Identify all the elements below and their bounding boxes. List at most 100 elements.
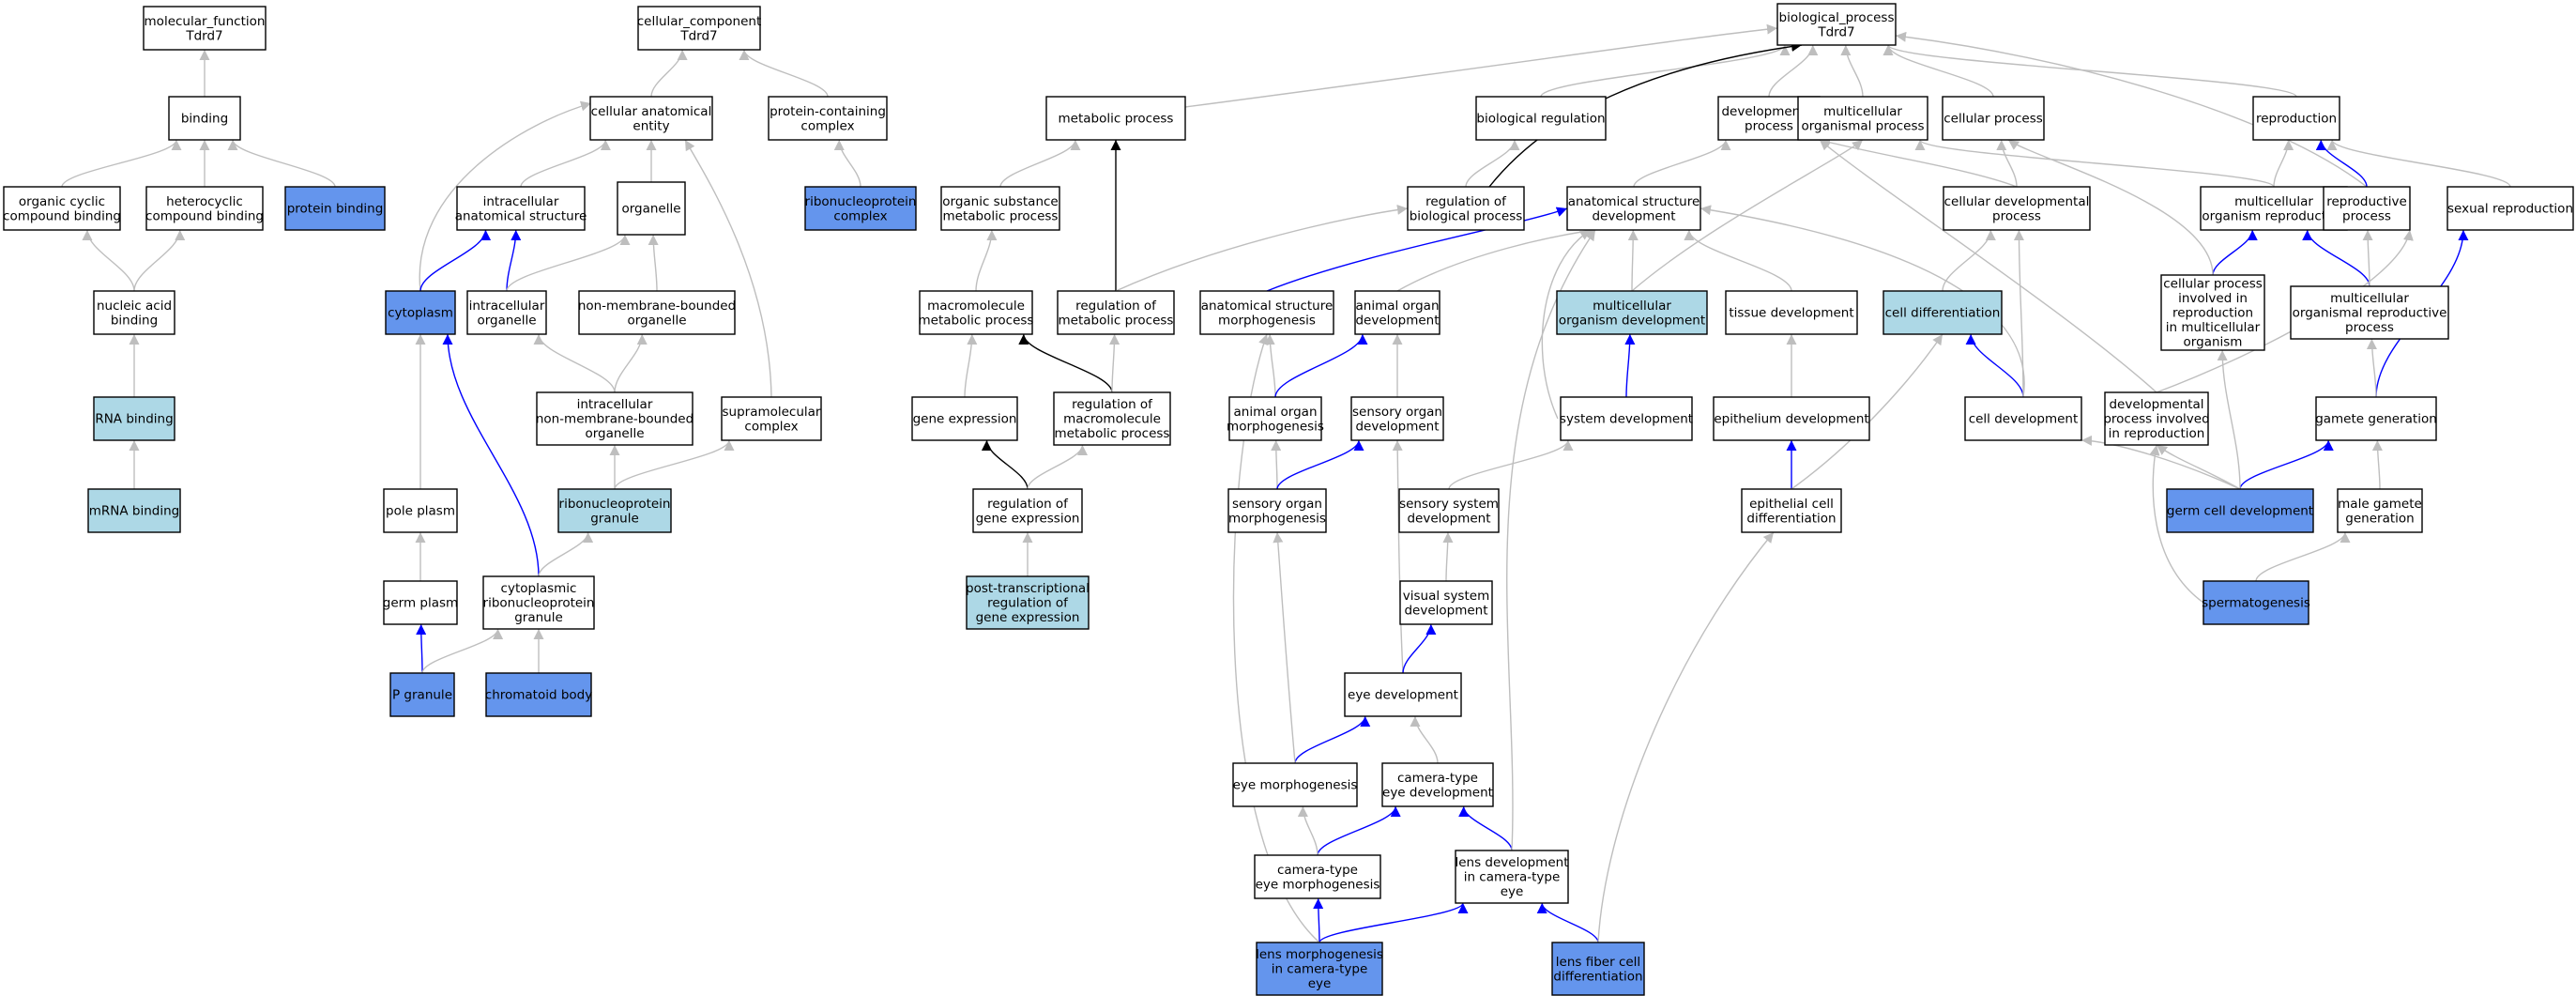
term-node-metab[interactable]: metabolic process [1045, 96, 1186, 141]
term-label-line: process [2342, 208, 2391, 223]
term-node-cellp[interactable]: cellular process [1942, 96, 2045, 141]
term-node-sexr[interactable]: sexual reproduction [2446, 186, 2574, 231]
term-node-chromb[interactable]: chromatoid body [485, 672, 592, 717]
edge-sysdev-to-mod [1624, 333, 1636, 398]
term-node-organelle[interactable]: organelle [617, 181, 686, 236]
term-node-tissue[interactable]: tissue development [1725, 290, 1858, 335]
term-node-gcd[interactable]: germ cell development [2166, 488, 2314, 533]
term-label-line: gene expression [976, 511, 1080, 526]
term-node-celldiff[interactable]: cell differentiation [1882, 290, 2003, 335]
term-box [2290, 285, 2449, 340]
term-node-eyedev[interactable]: eye development [1344, 672, 1462, 717]
edge-repro-to-bp [1882, 44, 2297, 98]
term-box [383, 488, 458, 533]
term-box [617, 181, 686, 236]
term-label-line: reproduction [2256, 112, 2337, 127]
term-node-eyemorph[interactable]: eye morphogenesis [1232, 762, 1358, 807]
term-node-breg[interactable]: biological regulation [1475, 96, 1607, 141]
edge-devp-to-bp [1768, 44, 1819, 98]
term-box [2203, 580, 2309, 625]
term-node-repro[interactable]: reproduction [2252, 96, 2340, 141]
term-node-pole[interactable]: pole plasm [383, 488, 458, 533]
term-node-gamgen[interactable]: gamete generation [2315, 396, 2437, 441]
term-label-line: complex [800, 118, 854, 133]
term-node-germplasm[interactable]: germ plasm [383, 580, 458, 625]
term-box [383, 580, 458, 625]
term-node-epidev[interactable]: epithelium development [1713, 396, 1870, 441]
term-box [1776, 3, 1897, 46]
term-label-line: animal organ [1233, 405, 1317, 420]
term-node-cytoplasm[interactable]: cytoplasm [385, 290, 456, 335]
term-label-line: mRNA binding [89, 504, 179, 519]
term-node-mrnab[interactable]: mRNA binding [87, 488, 181, 533]
edge-protb-to-binding [227, 139, 336, 188]
term-box [1057, 290, 1175, 335]
term-node-protb[interactable]: protein binding [284, 186, 386, 231]
term-node-binding[interactable]: binding [168, 96, 241, 141]
term-node-spermato[interactable]: spermatogenesis [2202, 580, 2310, 625]
term-node-celldev[interactable]: cell development [1964, 396, 2082, 441]
term-node-geneexp[interactable]: gene expression [911, 396, 1018, 441]
term-node-inmbo[interactable]: intracellularnon-membrane-boundedorganel… [536, 391, 694, 446]
term-label-line: cellular anatomical [591, 104, 712, 119]
edge-lfcd-to-ecd [1597, 531, 1775, 943]
term-node-sysdev[interactable]: system development [1560, 396, 1693, 441]
edge-celldev-to-cdp [2013, 229, 2024, 398]
term-label-line: cytoplasmic [501, 581, 577, 596]
term-label-line: lens fiber cell [1556, 955, 1640, 970]
term-box [911, 396, 1018, 441]
term-box [940, 186, 1060, 231]
term-node-pgran[interactable]: P granule [389, 672, 455, 717]
edge-ctem-to-eyemorph [1297, 805, 1318, 856]
term-label-line: eye [1501, 884, 1524, 899]
term-node-rnab[interactable]: RNA binding [93, 396, 175, 441]
term-box [3, 186, 121, 231]
term-label-line: differentiation [1746, 511, 1836, 526]
